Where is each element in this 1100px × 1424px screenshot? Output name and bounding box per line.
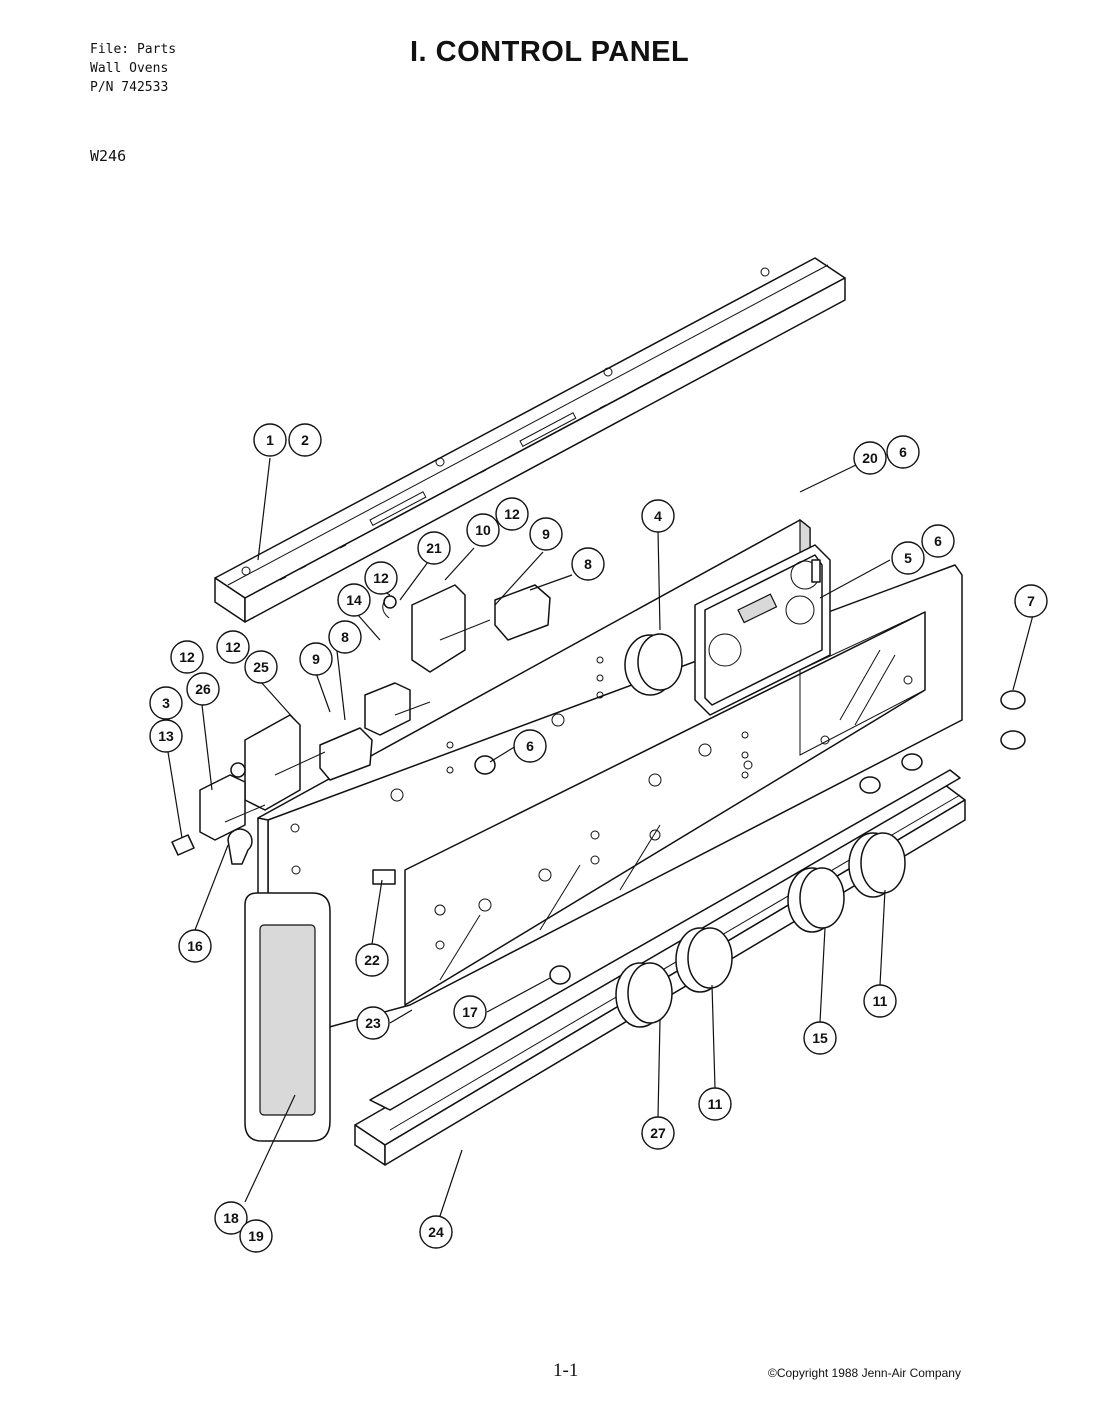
- callout-1: 1: [253, 423, 287, 457]
- callout-label: 8: [341, 629, 349, 645]
- callout-label: 8: [584, 556, 592, 572]
- callout-label: 20: [862, 450, 878, 466]
- callout-label: 12: [373, 570, 389, 586]
- callout-20: 20: [853, 441, 887, 475]
- callout-26: 26: [186, 672, 220, 706]
- callout-4: 4: [641, 499, 675, 533]
- page-title: I. CONTROL PANEL: [410, 36, 690, 68]
- callout-13: 13: [149, 719, 183, 753]
- selector-dial-part-4: [624, 633, 683, 696]
- callout-10: 10: [466, 513, 500, 547]
- callout-8b: 8: [328, 620, 362, 654]
- callout-label: 6: [899, 444, 907, 460]
- leader-lines: [167, 457, 1034, 1217]
- callout-label: 4: [654, 508, 662, 524]
- top-trim-rail: [214, 257, 846, 623]
- callout-label: 22: [364, 952, 380, 968]
- callout-5: 5: [891, 541, 925, 575]
- callout-8a: 8: [571, 547, 605, 581]
- part-number-line: P/N 742533: [90, 80, 169, 95]
- callout-label: 1: [266, 432, 274, 448]
- callout-label: 27: [650, 1125, 666, 1141]
- callout-3: 3: [149, 686, 183, 720]
- end-cap-trim: [244, 892, 331, 1142]
- callout-label: 16: [187, 938, 203, 954]
- callout-label: 3: [162, 695, 170, 711]
- callout-27: 27: [641, 1116, 675, 1150]
- model-code: W246: [90, 147, 127, 165]
- callout-label: 6: [934, 533, 942, 549]
- switch-components: [199, 584, 551, 841]
- callout-22: 22: [355, 943, 389, 977]
- callout-label: 12: [179, 649, 195, 665]
- product-line: Wall Ovens: [90, 61, 169, 76]
- callout-25: 25: [244, 650, 278, 684]
- document-header: File: Parts Wall Ovens P/N 742533: [90, 40, 176, 97]
- callout-label: 19: [248, 1228, 264, 1244]
- callout-label: 24: [428, 1224, 444, 1240]
- copyright-notice: ©Copyright 1988 Jenn-Air Company: [768, 1366, 961, 1380]
- callout-21: 21: [417, 531, 451, 565]
- callout-24: 24: [419, 1215, 453, 1249]
- callout-label: 7: [1027, 593, 1035, 609]
- callout-label: 5: [904, 550, 912, 566]
- callout-6c: 6: [513, 729, 547, 763]
- callout-label: 14: [346, 592, 362, 608]
- callout-18: 18: [214, 1201, 248, 1235]
- callout-label: 11: [873, 993, 888, 1009]
- control-knobs: [615, 832, 906, 1028]
- callout-11b: 11: [698, 1087, 732, 1121]
- callout-2: 2: [288, 423, 322, 457]
- file-line: File: Parts: [90, 42, 177, 57]
- callout-6b: 6: [921, 524, 955, 558]
- callout-label: 2: [301, 432, 309, 448]
- callout-label: 15: [812, 1030, 828, 1046]
- callout-label: 6: [526, 738, 534, 754]
- callout-label: 12: [504, 506, 520, 522]
- callout-label: 9: [542, 526, 550, 542]
- backplate-holes: [290, 656, 913, 875]
- callout-6a: 6: [886, 435, 920, 469]
- callout-17: 17: [453, 995, 487, 1029]
- callout-7: 7: [1014, 584, 1048, 618]
- callout-9a: 9: [529, 517, 563, 551]
- callout-9b: 9: [299, 642, 333, 676]
- callout-12b: 12: [364, 561, 398, 595]
- callout-label: 17: [462, 1004, 478, 1020]
- callout-label: 23: [365, 1015, 381, 1031]
- callout-23: 23: [356, 1006, 390, 1040]
- callout-label: 9: [312, 651, 320, 667]
- callout-12a: 12: [495, 497, 529, 531]
- callout-11a: 11: [863, 984, 897, 1018]
- callout-15: 15: [803, 1021, 837, 1055]
- glass-overlay-panel: [404, 611, 926, 1006]
- callout-label: 12: [225, 639, 241, 655]
- callout-label: 26: [195, 681, 211, 697]
- clock-timer-assembly: [694, 544, 831, 716]
- callout-label: 13: [158, 728, 174, 744]
- callout-16: 16: [178, 929, 212, 963]
- callout-14: 14: [337, 583, 371, 617]
- callout-19: 19: [239, 1219, 273, 1253]
- callout-label: 25: [253, 659, 269, 675]
- callout-12c: 12: [170, 640, 204, 674]
- callout-label: 11: [708, 1096, 723, 1112]
- callout-label: 10: [475, 522, 491, 538]
- callout-12d: 12: [216, 630, 250, 664]
- page-number: 1-1: [553, 1360, 579, 1381]
- callout-label: 21: [426, 540, 442, 556]
- callout-label: 18: [223, 1210, 239, 1226]
